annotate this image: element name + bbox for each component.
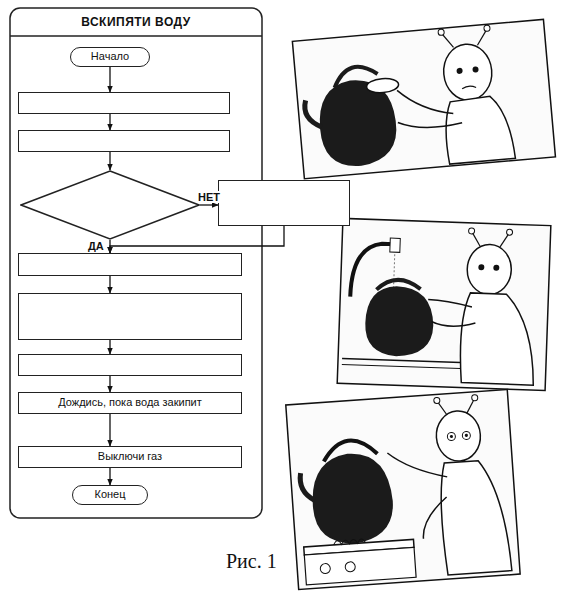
flow-arrow (109, 376, 110, 392)
chart-title: ВСКИПЯТИ ВОДУ (10, 8, 262, 36)
node-text: Дождись, пока вода закипит (56, 396, 204, 409)
flow-arrow (200, 204, 218, 205)
flow-arrow (109, 340, 110, 354)
flow-arrow (109, 114, 110, 130)
node-text: Конец (92, 488, 127, 501)
process-box: Выключи газ (18, 446, 242, 468)
edge-label: ДА (86, 240, 106, 252)
flow-arrow (109, 414, 110, 446)
picture-frame (337, 218, 551, 390)
picture-frame (292, 19, 555, 178)
process-box: Дождись, пока вода закипит (18, 392, 242, 414)
decision-diamond (20, 170, 200, 240)
flow-arrow (109, 276, 110, 293)
flow-arrow (109, 152, 110, 170)
flow-arrow (110, 226, 284, 253)
process-box (218, 180, 350, 226)
panel-frame (10, 8, 262, 518)
process-box (18, 92, 230, 114)
flow-arrow (109, 468, 110, 485)
terminal-pill: Начало (70, 47, 150, 67)
node-text: Выключи газ (96, 450, 164, 463)
flow-arrow (109, 67, 110, 92)
edge-label: НЕТ (196, 191, 222, 203)
node-text: Начало (89, 50, 131, 63)
diamond-shape (21, 171, 199, 239)
picture-frame (286, 389, 520, 589)
terminal-pill: Конец (72, 485, 148, 505)
process-box (18, 354, 242, 376)
process-box (18, 293, 242, 340)
process-box (18, 130, 230, 152)
process-box (18, 253, 242, 276)
diamond-outline (20, 170, 200, 240)
figure-caption: Рис. 1 (226, 550, 277, 573)
panel-header-rule (10, 35, 262, 37)
